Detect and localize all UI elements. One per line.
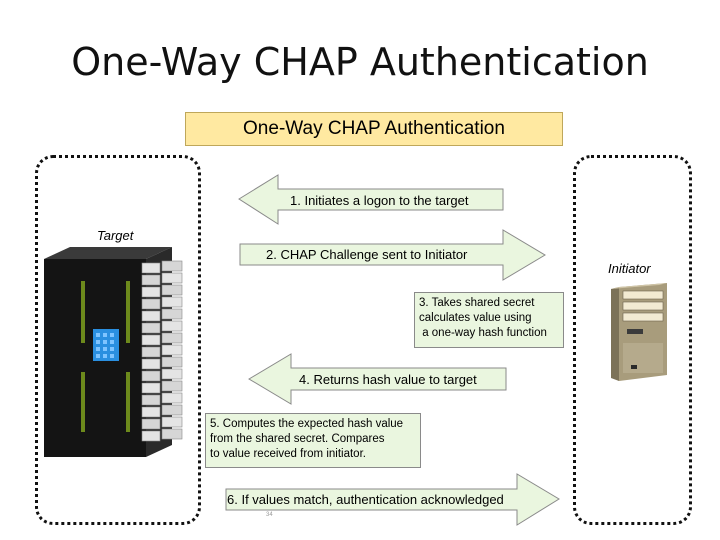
slide-title: One-Way CHAP Authentication	[71, 40, 649, 84]
diagram-banner: One-Way CHAP Authentication	[185, 112, 563, 146]
initiator-panel	[573, 155, 692, 525]
step-5-line-2: from the shared secret. Compares	[210, 433, 385, 445]
slide-number: 34	[266, 512, 273, 518]
step-5-box: 5. Computes the expected hash value from…	[205, 413, 421, 468]
step-3-line-1: 3. Takes shared secret	[419, 297, 535, 309]
target-label: Target	[97, 228, 134, 243]
step-3-line-3: a one-way hash function	[419, 327, 547, 339]
step-3-line-2: calculates value using	[419, 312, 532, 324]
storage-array-icon	[44, 247, 183, 457]
step-1-text: 1. Initiates a logon to the target	[290, 193, 469, 208]
step-5-line-1: 5. Computes the expected hash value	[210, 418, 404, 430]
step-2-text: 2. CHAP Challenge sent to Initiator	[266, 247, 468, 262]
step-5-line-3: to value received from initiator.	[210, 448, 366, 460]
initiator-label: Initiator	[608, 261, 651, 276]
step-6-text: 6. If values match, authentication ackno…	[227, 492, 504, 507]
computer-tower-icon	[611, 283, 667, 381]
step-4-text: 4. Returns hash value to target	[299, 372, 477, 387]
target-panel	[35, 155, 201, 525]
step-3-box: 3. Takes shared secret calculates value …	[414, 292, 564, 348]
